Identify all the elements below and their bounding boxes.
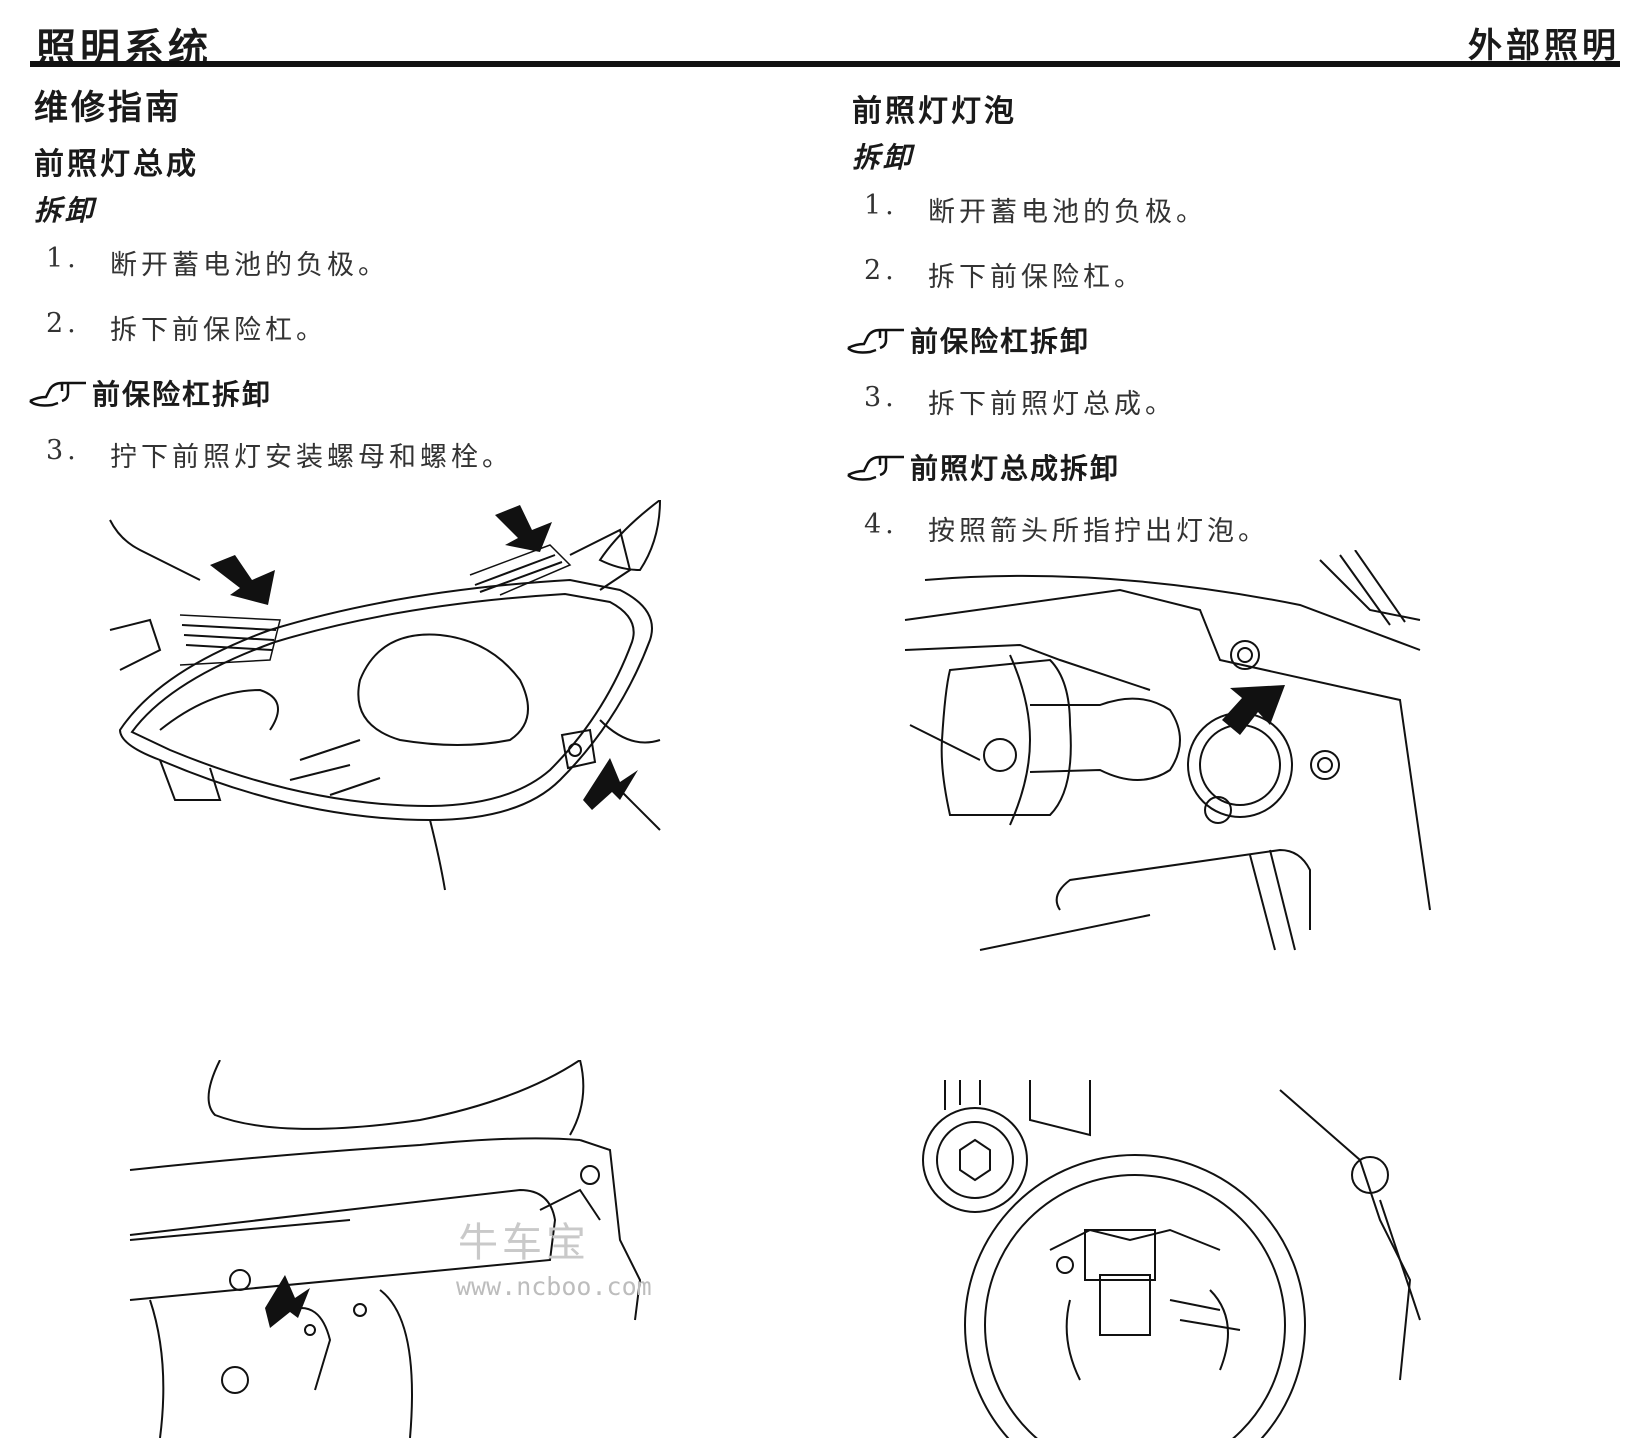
pointing-hand-icon: [29, 381, 86, 407]
step-number: 1.: [864, 190, 898, 221]
header-rule: [30, 61, 1620, 67]
cross-reference[interactable]: 前照灯总成拆卸: [846, 447, 1612, 487]
step-text: 按照箭头所指拧出灯泡。: [928, 516, 1269, 547]
bumper-bracket-figure: [120, 1060, 700, 1438]
step-number: 1.: [46, 243, 80, 274]
step-text: 断开蓄电池的负极。: [928, 197, 1207, 228]
step-item: 2. 拆下前保险杠。: [46, 308, 794, 347]
step-item: 1. 断开蓄电池的负极。: [864, 190, 1612, 229]
step-item: 3. 拧下前照灯安装螺母和螺栓。: [46, 435, 794, 474]
step-text: 拆下前保险杠。: [110, 315, 327, 346]
cross-reference[interactable]: 前保险杠拆卸: [28, 373, 794, 413]
step-number: 2.: [46, 308, 80, 339]
step-text: 拧下前照灯安装螺母和螺栓。: [110, 442, 513, 473]
step-number: 2.: [864, 255, 898, 286]
bulb-socket-figure: [920, 1080, 1480, 1438]
pointing-hand-icon: [847, 455, 904, 481]
left-column: 维修指南 前照灯总成 拆卸 1. 断开蓄电池的负极。 2. 拆下前保险杠。 前保险杠…: [29, 80, 794, 500]
step-item: 4. 按照箭头所指拧出灯泡。: [864, 509, 1612, 548]
step-item: 2. 拆下前保险杠。: [864, 255, 1612, 294]
cross-reference[interactable]: 前保险杠拆卸: [846, 320, 1612, 360]
subsection-heading: 前照灯总成: [34, 147, 199, 182]
section-title: 外部照明: [1468, 26, 1620, 66]
cross-reference-label: 前保险杠拆卸: [92, 378, 273, 411]
step-text: 拆下前照灯总成。: [928, 389, 1176, 420]
cross-reference-label: 前保险杠拆卸: [910, 325, 1091, 358]
right-column: 前照灯灯泡 拆卸 1. 断开蓄电池的负极。 2. 拆下前保险杠。 前保险杠拆卸 3.…: [847, 86, 1612, 574]
subsection-heading: 前照灯灯泡: [852, 94, 1017, 129]
bulb-removal-figure: [900, 550, 1460, 960]
pointing-hand-icon: [847, 328, 904, 354]
step-number: 4.: [864, 509, 898, 540]
step-text: 断开蓄电池的负极。: [110, 250, 389, 281]
watermark-brand: 牛车宝: [458, 1220, 590, 1266]
headlamp-assembly-figure: [100, 500, 700, 940]
procedure-heading: 拆卸: [852, 141, 915, 174]
step-item: 1. 断开蓄电池的负极。: [46, 243, 794, 282]
page-header: 照明系统 外部照明: [30, 12, 1620, 72]
step-item: 3. 拆下前照灯总成。: [864, 382, 1612, 421]
procedure-heading: 拆卸: [34, 194, 97, 227]
step-number: 3.: [46, 435, 80, 466]
cross-reference-label: 前照灯总成拆卸: [910, 452, 1121, 485]
step-text: 拆下前保险杠。: [928, 262, 1145, 293]
step-number: 3.: [864, 382, 898, 413]
section-heading: 维修指南: [34, 88, 182, 128]
watermark-url: www.ncboo.com: [456, 1272, 652, 1301]
